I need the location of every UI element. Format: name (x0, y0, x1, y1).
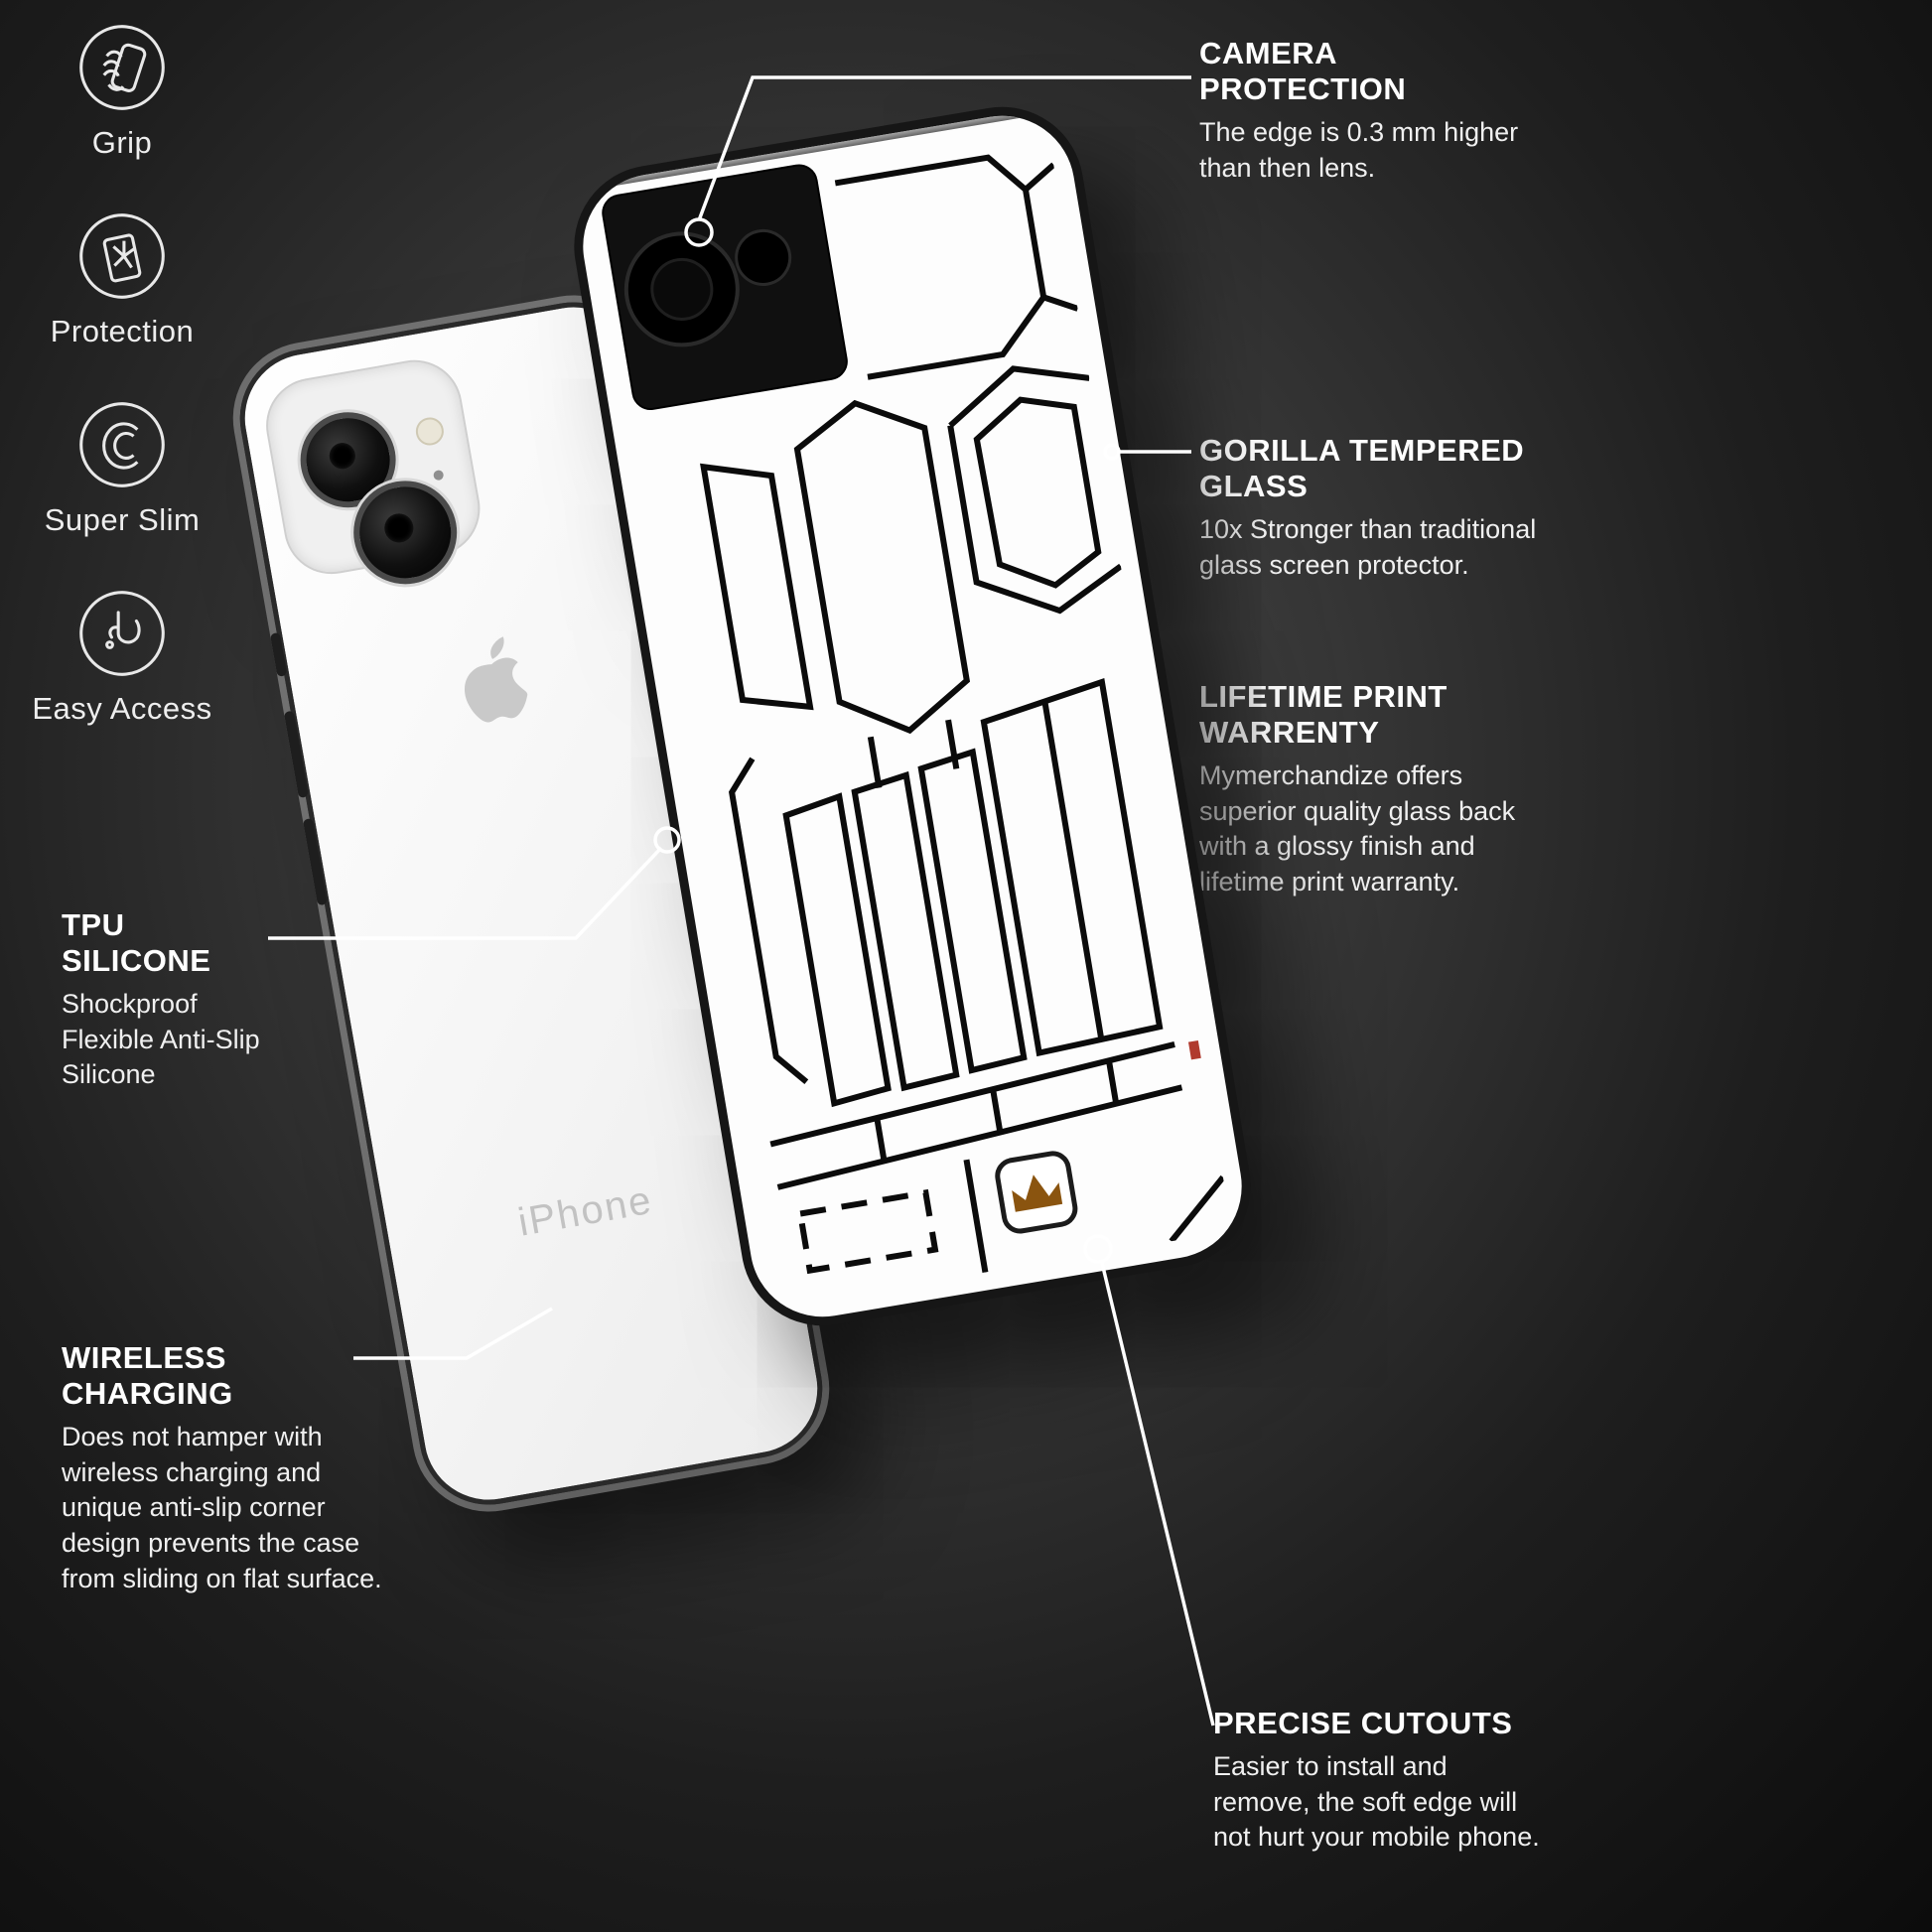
protection-icon (79, 213, 165, 299)
easy-access-icon (79, 591, 165, 676)
callout-lifetime-warranty: LIFETIME PRINT WARRENTY Mymerchandize of… (1199, 679, 1527, 900)
callout-tpu-silicone: TPU SILICONE Shockproof Flexible Anti-Sl… (62, 907, 260, 1093)
glass-phone-case (561, 94, 1264, 1338)
feature-protection: Protection (18, 208, 226, 349)
callout-title: TPU SILICONE (62, 907, 211, 978)
grip-icon (79, 25, 165, 110)
callout-wireless-charging: WIRELESS CHARGING Does not hamper with w… (62, 1340, 389, 1596)
callout-title: WIRELESS CHARGING (62, 1340, 233, 1411)
feature-super-slim-label: Super Slim (44, 502, 201, 537)
feature-protection-label: Protection (50, 314, 195, 348)
callout-title: CAMERA PROTECTION (1199, 36, 1407, 106)
callout-body: 10x Stronger than traditional glass scre… (1199, 514, 1537, 580)
callout-title: PRECISE CUTOUTS (1213, 1706, 1513, 1740)
callout-gorilla-glass: GORILLA TEMPERED GLASS 10x Stronger than… (1199, 433, 1577, 583)
callout-body: Shockproof Flexible Anti-Slip Silicone (62, 989, 260, 1090)
precise-cutouts-line (1100, 1262, 1215, 1726)
super-slim-icon (79, 402, 165, 487)
volume-up-button (283, 710, 309, 799)
callout-body: Mymerchandize offers superior quality gl… (1199, 760, 1516, 897)
feature-easy-access: Easy Access (18, 586, 226, 727)
feature-easy-access-label: Easy Access (32, 691, 212, 726)
feature-grip-label: Grip (91, 125, 153, 160)
callout-body: Does not hamper with wireless charging a… (62, 1422, 382, 1593)
edge-accent-mark (1187, 1039, 1201, 1060)
port-cutout-marks (796, 1188, 939, 1275)
apple-logo (443, 629, 544, 744)
geometric-pattern (602, 154, 1226, 1275)
iphone-camera-module (258, 352, 488, 593)
iphone-mic-hole (432, 469, 445, 482)
iphone-flash (413, 415, 447, 448)
feature-grip: Grip (18, 20, 226, 161)
brand-crown-logo (995, 1151, 1078, 1234)
callout-body: Easier to install and remove, the soft e… (1213, 1751, 1540, 1853)
callout-precise-cutouts: PRECISE CUTOUTS Easier to install and re… (1213, 1706, 1541, 1856)
callout-title: GORILLA TEMPERED GLASS (1199, 433, 1525, 503)
iphone-back-view: iPhone (228, 291, 834, 1516)
callout-camera-protection: CAMERA PROTECTION The edge is 0.3 mm hig… (1199, 36, 1527, 186)
feature-super-slim: Super Slim (18, 397, 226, 538)
iphone-brand-text: iPhone (514, 1177, 656, 1245)
case-bottom-speaker-slot (871, 1300, 933, 1318)
callout-title: LIFETIME PRINT WARRENTY (1199, 679, 1448, 750)
volume-down-button (302, 817, 328, 906)
case-bottom-port-slot (1046, 1266, 1139, 1289)
mute-switch (269, 631, 288, 677)
callout-body: The edge is 0.3 mm higher than then lens… (1199, 117, 1519, 183)
